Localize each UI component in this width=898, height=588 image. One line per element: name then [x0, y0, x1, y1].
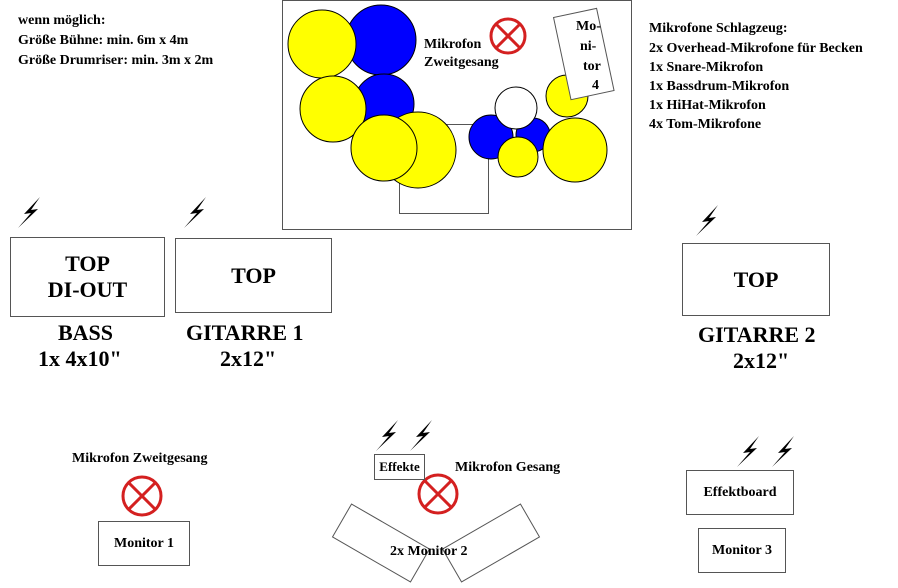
bass-amp-di: DI-OUT	[47, 277, 128, 302]
power-icon	[772, 436, 794, 467]
bass-cab-label: 1x 4x10"	[38, 346, 122, 371]
monitor-2-left	[331, 503, 431, 583]
power-icon	[696, 205, 718, 236]
snare-drum	[494, 86, 538, 130]
power-icon	[184, 197, 206, 228]
effectboard: Effektboard	[686, 470, 794, 515]
monitor-2-label: 2x Monitor 2	[390, 544, 468, 559]
drumriser-mic-label: Mikrofon	[424, 37, 482, 52]
guitar-2-cab-label: 2x12"	[733, 348, 790, 373]
monitor-3-label: Monitor 3	[711, 542, 772, 558]
drum-mic-item: 1x HiHat-Mikrofon	[649, 98, 766, 113]
monitor-4	[552, 7, 615, 101]
monitor-3: Monitor 3	[698, 528, 786, 573]
monitor-4-label: 4	[592, 78, 599, 93]
requirements-heading: wenn möglich:	[18, 13, 106, 28]
bass-amp: TOP DI-OUT	[10, 237, 165, 317]
cymbal	[497, 136, 539, 178]
effectboard-label: Effektboard	[703, 484, 777, 500]
cymbal	[287, 9, 357, 79]
drum-mics-heading: Mikrofone Schlagzeug:	[649, 21, 788, 36]
power-icon	[18, 197, 40, 228]
drum-mic-item: 1x Snare-Mikrofon	[649, 60, 764, 75]
power-icon	[737, 436, 759, 467]
drum-mic-item: 4x Tom-Mikrofone	[649, 117, 762, 132]
monitor-4-label: Mo-	[576, 19, 601, 34]
guitar-2-label: GITARRE 2	[698, 322, 816, 347]
monitor-1: Monitor 1	[98, 521, 190, 566]
lead-voice-mic-label: Mikrofon Gesang	[455, 460, 561, 475]
effects-pedal: Effekte	[374, 454, 425, 480]
effects-label: Effekte	[379, 459, 420, 474]
second-voice-mic-label: Mikrofon Zweitgesang	[72, 451, 208, 466]
guitar-1-cab-label: 2x12"	[220, 346, 277, 371]
drumriser-mic-label-2: Zweitgesang	[424, 55, 499, 70]
tom-drum	[345, 4, 417, 76]
drum-mic-item: 2x Overhead-Mikrofone für Becken	[649, 41, 863, 56]
mic-symbol-second-voice	[121, 475, 163, 517]
power-icon	[410, 420, 432, 451]
guitar-2-amp-top: TOP	[733, 266, 779, 292]
power-icon	[376, 420, 398, 451]
drumriser-size-note: Größe Drumriser: min. 3m x 2m	[18, 53, 214, 68]
cymbal	[350, 114, 418, 182]
monitor-2-right	[441, 503, 541, 583]
cymbal	[542, 117, 608, 183]
guitar-1-label: GITARRE 1	[186, 320, 304, 345]
mic-symbol-drumriser	[489, 17, 527, 55]
monitor-4-label: tor	[583, 59, 601, 74]
monitor-1-label: Monitor 1	[113, 535, 174, 551]
bass-label: BASS	[58, 320, 114, 345]
monitor-4-label: ni-	[580, 39, 597, 54]
guitar-2-amp: TOP	[682, 243, 830, 316]
mic-symbol-lead-voice	[417, 473, 459, 515]
guitar-1-amp-top: TOP	[231, 262, 276, 288]
cymbal	[299, 75, 367, 143]
stage-size-note: Größe Bühne: min. 6m x 4m	[18, 33, 189, 48]
guitar-1-amp: TOP	[175, 238, 332, 313]
bass-amp-top: TOP	[65, 250, 110, 276]
drum-mic-item: 1x Bassdrum-Mikrofon	[649, 79, 790, 94]
